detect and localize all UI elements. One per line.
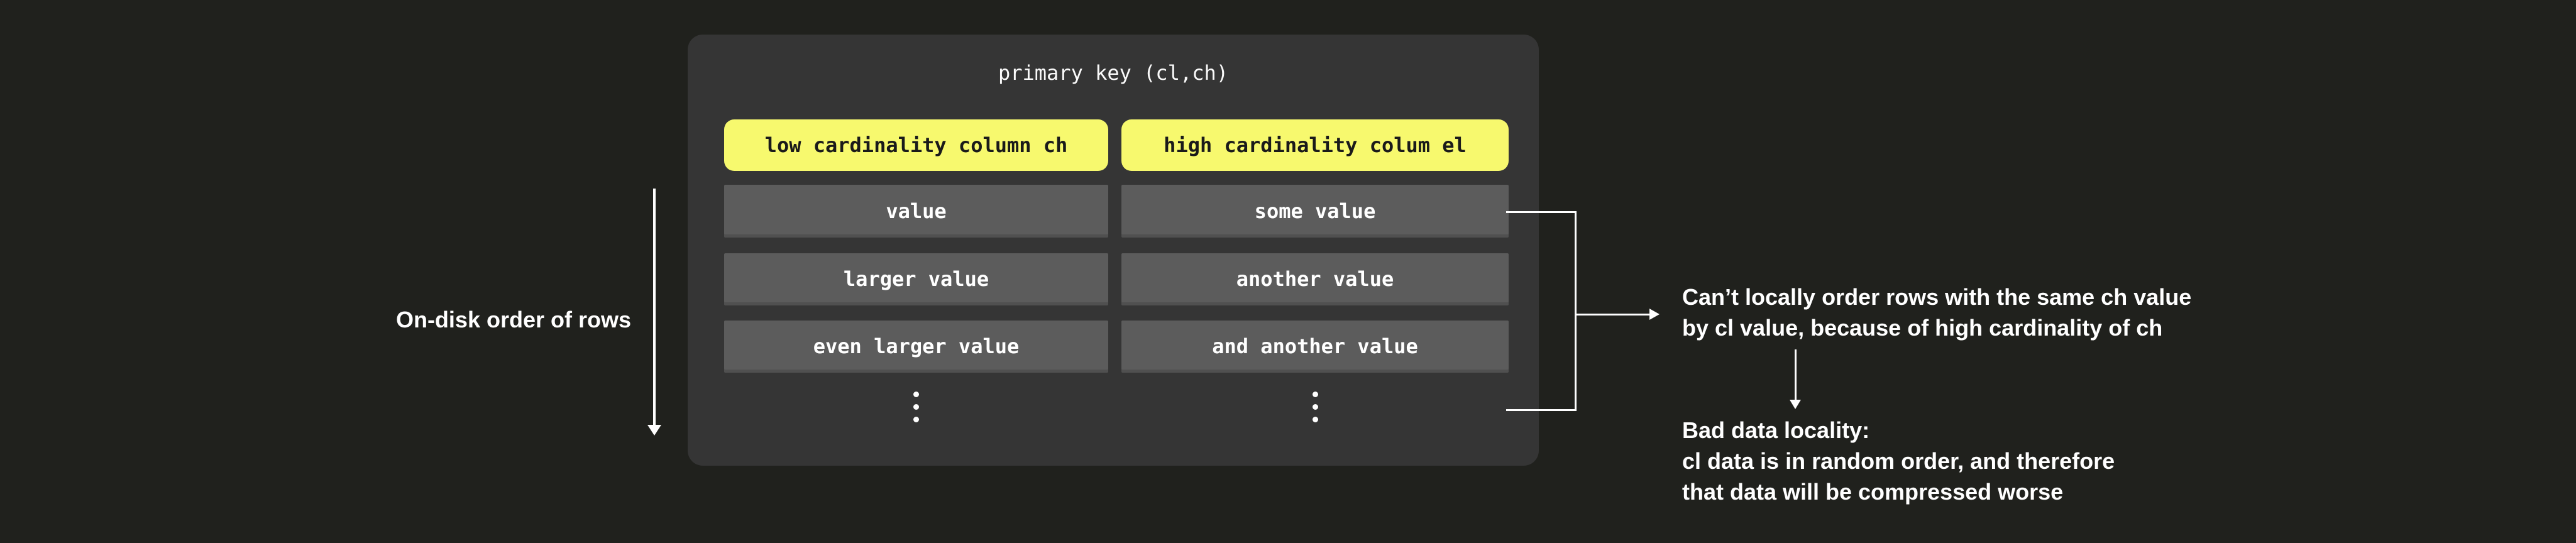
row-cell: another value [1121,253,1509,305]
row-cell: larger value [724,253,1108,305]
cardinality-note-line-1: Can’t locally order rows with the same c… [1682,284,2192,310]
column-header-high-cardinality: high cardinality colum el [1121,119,1509,171]
rows-bracket [1575,211,1577,411]
down-arrow-icon [647,425,661,436]
row-cell: and another value [1121,321,1509,373]
down-arrow-icon [1790,400,1801,409]
row-cell: even larger value [724,321,1108,373]
data-locality-note-line-2: cl data is in random order, and therefor… [1682,448,2115,474]
cardinality-note: Can’t locally order rows with the same c… [1682,282,2191,343]
cardinality-note-line-2: by cl value, because of high cardinality… [1682,315,2163,341]
panel-title: primary key (cl,ch) [998,61,1229,85]
rows-bracket-top [1506,211,1577,213]
ellipsis-icon [1121,392,1509,429]
row-cell: some value [1121,185,1509,238]
column-high-cardinality: high cardinality colum el some value ano… [1121,35,1509,466]
rows-bracket-bottom [1506,409,1577,411]
on-disk-order-arrow-shaft [653,189,656,426]
row-cell: value [724,185,1108,238]
primary-key-panel: primary key (cl,ch) low cardinality colu… [688,35,1539,466]
data-locality-note: Bad data locality: cl data is in random … [1682,415,2115,507]
column-header-low-cardinality: low cardinality column ch [724,119,1108,171]
locality-arrow-shaft [1795,349,1797,400]
note-arrow-shaft [1577,314,1651,315]
data-locality-note-line-1: Bad data locality: [1682,417,1870,443]
right-arrow-icon [1649,309,1660,320]
on-disk-order-label: On-disk order of rows [395,307,631,332]
column-low-cardinality: low cardinality column ch value larger v… [724,35,1108,466]
ellipsis-icon [724,392,1108,429]
data-locality-note-line-3: that data will be compressed worse [1682,479,2064,505]
